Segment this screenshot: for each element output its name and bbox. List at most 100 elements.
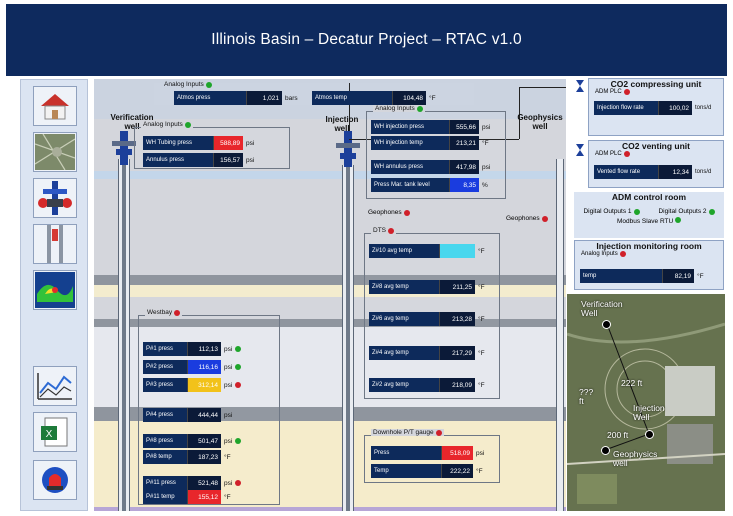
injection-flow-label: Injection flow rate: [594, 101, 658, 115]
westbay-value: 444,44: [187, 408, 221, 422]
unit: °F: [478, 247, 485, 255]
app-title-bar: Illinois Basin – Decatur Project – RTAC …: [6, 4, 727, 76]
layer-band: [94, 507, 566, 511]
geophones-label: Geophones: [368, 209, 402, 216]
map-icon[interactable]: [33, 132, 77, 172]
status-alarm-icon: [235, 480, 242, 486]
dts-label: Z#2 avg temp: [369, 378, 439, 392]
wh-annulus-press-label: WH annulus press: [371, 160, 449, 174]
geophones-injection: Geophones: [368, 209, 410, 216]
status-alarm-icon: [403, 209, 410, 216]
inj-room-sub: Analog Inputs: [581, 251, 618, 257]
status-ok-icon: [235, 346, 242, 352]
status-alarm-icon: [435, 429, 442, 436]
wh-injection-press-label: WH injection press: [371, 120, 449, 134]
control-room-title: ADM control room: [611, 192, 687, 202]
well-schematic: Verification well Injection well Geophys…: [94, 79, 566, 511]
annulus-press-value: 156,57: [213, 153, 243, 167]
co2-vent-title: CO2 venting unit: [622, 141, 690, 151]
svg-text:X: X: [46, 429, 53, 440]
unit: psi: [476, 449, 485, 457]
inj-room-temp-value: 82,19: [662, 269, 694, 283]
injection-well-casing: [342, 165, 354, 511]
co2-compress-title: CO2 compressing unit: [610, 79, 702, 89]
tank-level-value: 8,35: [449, 178, 479, 192]
plc-label: ADM PLC: [595, 89, 622, 95]
wellhead-icon[interactable]: [33, 178, 77, 218]
westbay-value: 155,12: [187, 490, 221, 504]
vented-flow-value: 12,34: [658, 165, 692, 179]
injection-well-marker: [645, 430, 654, 439]
unit: °F: [224, 453, 231, 461]
unit: psi: [224, 437, 233, 445]
digital-outputs-2: Digital Outputs 2: [658, 208, 707, 215]
unit: psi: [224, 479, 233, 487]
status-ok-icon: [708, 208, 715, 215]
map-geophysics-label: Geophysics well: [613, 449, 658, 468]
wellbore-icon[interactable]: [33, 224, 77, 264]
house-icon[interactable]: [33, 86, 77, 126]
dts-label: Z#8 avg temp: [369, 280, 439, 294]
westbay-label: P#8 temp: [143, 450, 187, 464]
atmos-temp-unit: °F: [429, 94, 436, 102]
downhole-label: Temp: [371, 464, 441, 478]
downhole-value: 222,22: [441, 464, 473, 478]
atmos-analog-inputs: Analog Inputs Atmos press 1,021 bars Atm…: [154, 81, 474, 105]
unit: °F: [482, 139, 489, 147]
adm-control-room: ADM control room Digital Outputs 1 Digit…: [574, 192, 724, 238]
unit: °F: [476, 467, 483, 475]
geophysics-well-label: Geophysics well: [517, 113, 563, 131]
map-verification-label: Verification Well: [581, 299, 623, 318]
geophones-geophysics: Geophones: [506, 215, 548, 222]
dts-value: 213,28: [439, 312, 475, 326]
status-ok-icon: [416, 105, 423, 112]
westbay-label: P#1 press: [143, 342, 187, 356]
alarm-icon[interactable]: [33, 460, 77, 500]
unit: psi: [224, 345, 233, 353]
injection-analog-inputs: Analog Inputs WH injection press 555,66 …: [366, 105, 506, 199]
atmos-press-row: Atmos press 1,021 bars: [174, 91, 298, 105]
plc-label: ADM PLC: [595, 151, 622, 157]
trend-chart-icon[interactable]: [33, 366, 77, 406]
westbay-value: 112,13: [187, 342, 221, 356]
westbay-value: 116,16: [187, 360, 221, 374]
wh-tubing-press-label: WH Tubing press: [143, 136, 213, 150]
unit: psi: [224, 381, 233, 389]
westbay-label: P#4 press: [143, 408, 187, 422]
app-title: Illinois Basin – Decatur Project – RTAC …: [211, 31, 522, 48]
dts-label: Z#4 avg temp: [369, 346, 439, 360]
inj-room-title: Injection monitoring room: [596, 241, 702, 251]
excel-export-icon[interactable]: X: [33, 412, 77, 452]
westbay-value: 312,14: [187, 378, 221, 392]
westbay-label: P#8 press: [143, 434, 187, 448]
status-ok-icon: [675, 217, 682, 223]
dts-value: [439, 244, 475, 258]
atmos-press-value: 1,021: [246, 91, 282, 105]
dts-value: 218,09: [439, 378, 475, 392]
annulus-press-label: Annulus press: [143, 153, 213, 167]
status-alarm-icon: [541, 215, 548, 222]
wh-tubing-press-row: WH Tubing press 588,89 psi: [143, 136, 254, 150]
inj-room-temp-label: temp: [580, 269, 662, 283]
3d-model-icon[interactable]: [33, 270, 77, 310]
status-ok-icon: [235, 364, 242, 370]
injection-ai-title: Analog Inputs: [375, 105, 415, 112]
unit: tons/d: [695, 105, 712, 111]
verification-well-marker: [602, 320, 611, 329]
site-map[interactable]: Verification Well 222 ft ??? ft Injectio…: [567, 294, 725, 511]
wh-annulus-press-row: WH annulus press 417,98 psi: [371, 160, 490, 174]
wh-injection-temp-label: WH injection temp: [371, 136, 449, 150]
verification-well-label: Verification well: [110, 113, 154, 131]
